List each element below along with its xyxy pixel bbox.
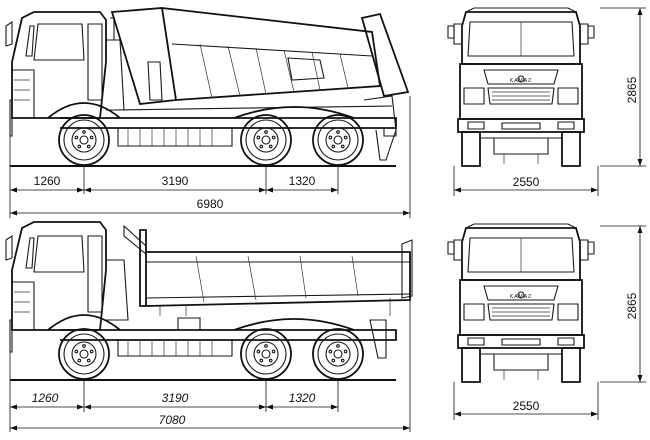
upper-dim-total-length: 6980 bbox=[197, 197, 224, 211]
upper-dim-front-overhang: 1260 bbox=[34, 174, 61, 188]
upper-dim-rear-axle: 1320 bbox=[289, 174, 316, 188]
lower-brand-label: KAMAZ bbox=[510, 294, 532, 300]
lower-dim-rear-axle: 1320 bbox=[289, 391, 316, 405]
lower-dim-total-length: 7080 bbox=[159, 413, 186, 427]
upper-brand-label: KAMAZ bbox=[510, 78, 532, 84]
upper-dim-width: 2550 bbox=[513, 175, 540, 189]
lower-side-dimensions: 1260 3190 1320 7080 bbox=[9, 300, 411, 432]
upper-side-dimensions: 1260 3190 1320 6980 bbox=[9, 96, 411, 218]
upper-front-dimensions: 2865 2550 bbox=[453, 7, 646, 196]
lower-dim-front-overhang: 1260 bbox=[32, 391, 59, 405]
lower-dim-wheelbase: 3190 bbox=[162, 391, 189, 405]
upper-side-view bbox=[5, 7, 410, 167]
lower-front-dimensions: 2865 2550 bbox=[453, 225, 646, 420]
lower-dim-width: 2550 bbox=[513, 399, 540, 413]
upper-dim-wheelbase: 3190 bbox=[162, 174, 189, 188]
lower-dim-height: 2865 bbox=[625, 292, 639, 319]
upper-dim-height: 2865 bbox=[625, 76, 639, 103]
lower-side-view bbox=[5, 221, 413, 381]
lower-front-view: KAMAZ bbox=[447, 223, 595, 383]
upper-front-view: KAMAZ bbox=[447, 7, 595, 167]
